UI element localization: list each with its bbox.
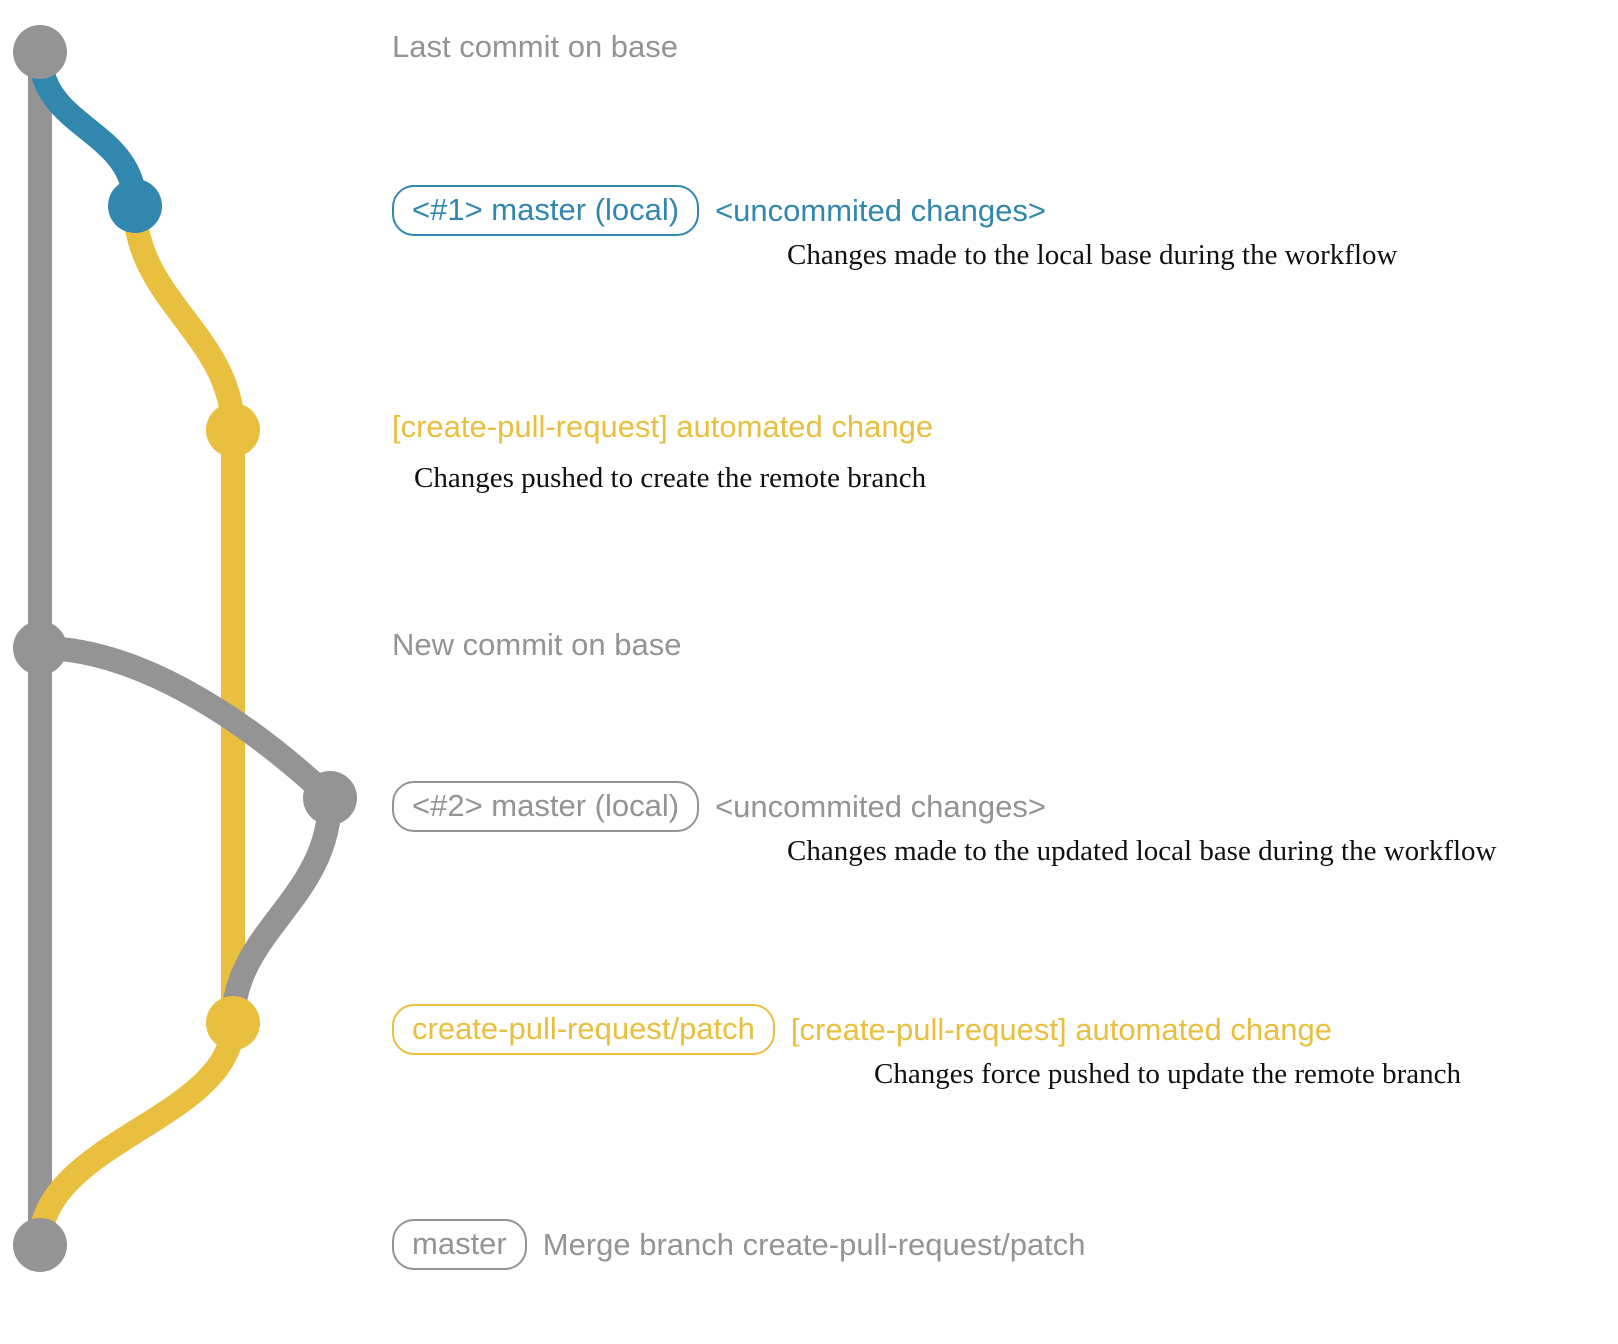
row-merge-branch: master Merge branch create-pull-request/… bbox=[392, 1219, 1086, 1271]
headline: [create-pull-request] automated change bbox=[392, 409, 934, 444]
headline: New commit on base bbox=[392, 627, 682, 662]
headline: Last commit on base bbox=[392, 29, 679, 64]
commit-graph bbox=[13, 25, 357, 1272]
edge-base2-to-local2 bbox=[28, 636, 342, 810]
commit-node-base-2[interactable] bbox=[13, 621, 67, 675]
headline: <#2> master (local) <uncommited changes> bbox=[392, 781, 1046, 833]
commit-node-patch-1[interactable] bbox=[206, 403, 260, 457]
commit-node-base-3[interactable] bbox=[13, 1218, 67, 1272]
headline: create-pull-request/patch [create-pull-r… bbox=[392, 1004, 1333, 1056]
commit-message-new-commit-on-base: New commit on base bbox=[392, 627, 682, 662]
commit-message-automated-change-1: [create-pull-request] automated change bbox=[392, 409, 934, 444]
row-last-commit-on-base: Last commit on base bbox=[392, 29, 679, 64]
commit-node-local-1[interactable] bbox=[108, 179, 162, 233]
note-force-pushed-update-remote-branch: Changes force pushed to update the remot… bbox=[874, 1058, 1462, 1090]
note-updated-local-base-changes: Changes made to the updated local base d… bbox=[787, 835, 1497, 867]
edge-local2-to-patch2 bbox=[221, 786, 342, 1035]
note-local-base-changes: Changes made to the local base during th… bbox=[787, 239, 1398, 271]
row-automated-change-2: create-pull-request/patch [create-pull-r… bbox=[392, 1004, 1333, 1056]
edge-local1-to-patch1 bbox=[123, 194, 245, 442]
edge-patch2-to-base3 bbox=[28, 1011, 245, 1257]
headline: master Merge branch create-pull-request/… bbox=[392, 1219, 1086, 1271]
commit-node-patch-2[interactable] bbox=[206, 996, 260, 1050]
headline: <#1> master (local) <uncommited changes> bbox=[392, 185, 1046, 237]
commit-node-local-2[interactable] bbox=[303, 771, 357, 825]
branch-badge-master-local-2[interactable]: <#2> master (local) bbox=[392, 781, 700, 833]
row-automated-change-1: [create-pull-request] automated change bbox=[392, 409, 934, 444]
commit-node-base-1[interactable] bbox=[13, 25, 67, 79]
edge-base1-to-local1 bbox=[28, 40, 147, 218]
branch-badge-create-pull-request-patch[interactable]: create-pull-request/patch bbox=[392, 1004, 775, 1056]
row-master-local-1: <#1> master (local) <uncommited changes> bbox=[392, 185, 1046, 237]
branch-badge-master-local-1[interactable]: <#1> master (local) bbox=[392, 185, 700, 237]
commit-message-automated-change-2: [create-pull-request] automated change bbox=[790, 1011, 1333, 1047]
annotation-column: Last commit on base <#1> master (local) … bbox=[392, 0, 1618, 1344]
commit-message-uncommited-changes-2: <uncommited changes> bbox=[715, 788, 1046, 824]
commit-message-merge-branch: Merge branch create-pull-request/patch bbox=[542, 1226, 1086, 1262]
note-pushed-create-remote-branch: Changes pushed to create the remote bran… bbox=[414, 462, 927, 494]
row-new-commit-on-base: New commit on base bbox=[392, 627, 682, 662]
branch-badge-master[interactable]: master bbox=[392, 1219, 527, 1271]
commit-message-last-commit-on-base: Last commit on base bbox=[392, 29, 679, 64]
commit-message-uncommited-changes-1: <uncommited changes> bbox=[715, 192, 1046, 228]
row-master-local-2: <#2> master (local) <uncommited changes> bbox=[392, 781, 1046, 833]
